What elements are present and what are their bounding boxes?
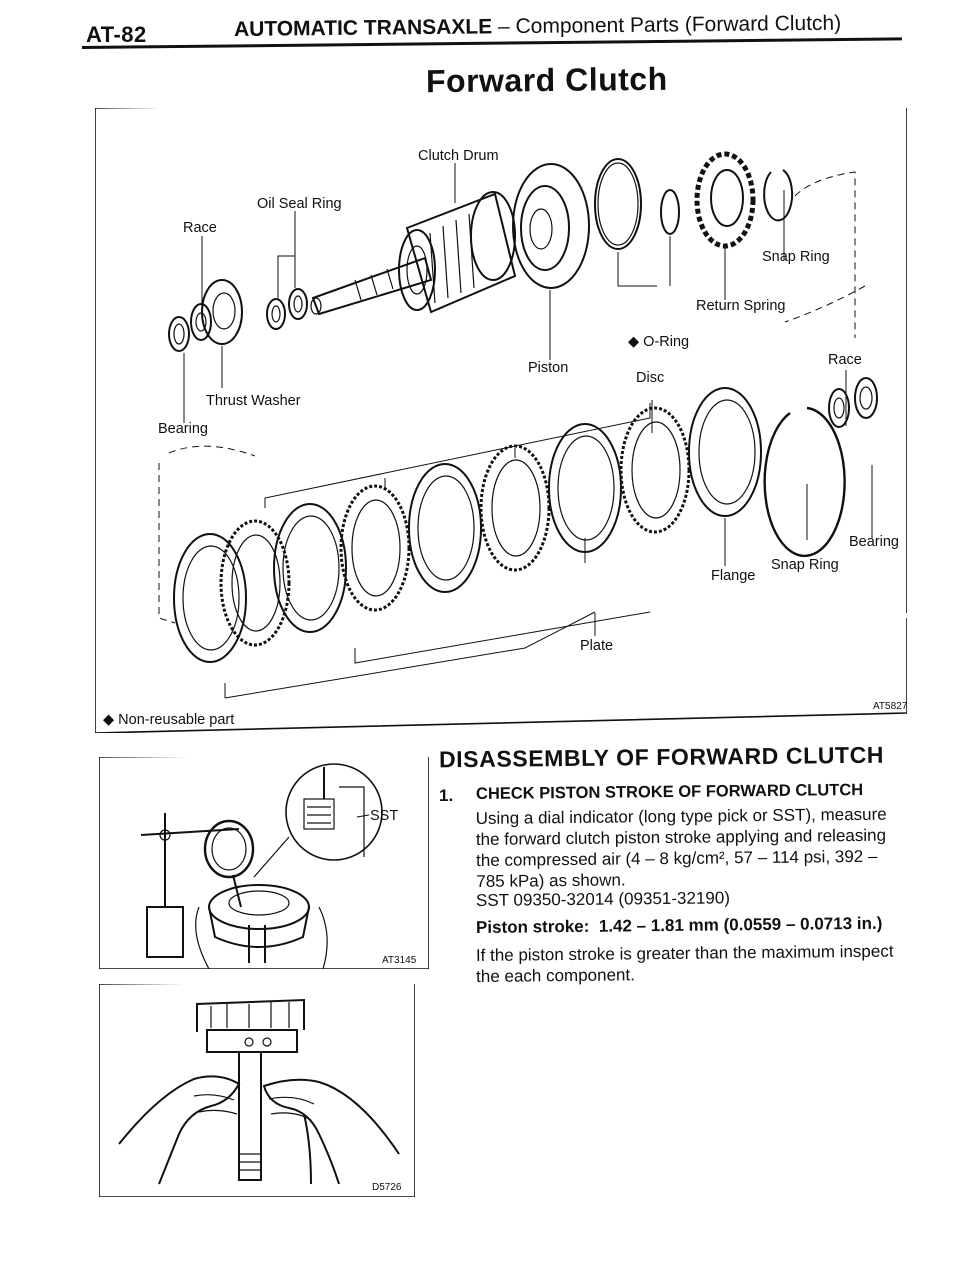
step-number: 1. (439, 786, 454, 805)
figure-frame (99, 984, 415, 1197)
technician-hands (118, 1075, 400, 1185)
lower-leader-lines (224, 403, 808, 699)
label-race-left: Race (183, 220, 217, 236)
running-head: AUTOMATIC TRANSAXLE – Component Parts (F… (234, 12, 841, 42)
step-instructions: Using a dial indicator (long type pick o… (476, 803, 917, 892)
snap-ring-top-part (763, 169, 866, 338)
running-head-section: – Component Parts (Forward Clutch) (492, 11, 842, 39)
legend-non-reusable: ◆ Non-reusable part (103, 712, 234, 728)
detail-magnifier (253, 763, 383, 878)
figure-frame-bottom (95, 108, 907, 733)
piston-stroke-label: Piston stroke: (475, 916, 590, 937)
label-bearing-left: Bearing (158, 421, 208, 437)
label-disc: Disc (636, 370, 664, 386)
pack-bracket-left (158, 463, 176, 624)
o-ring-parts (594, 158, 680, 250)
label-bearing-right: Bearing (849, 534, 899, 550)
label-race-right: Race (828, 352, 862, 368)
air-hose (303, 1113, 312, 1185)
race-left-part (190, 303, 212, 341)
piston-stroke-value: 1.42 – 1.81 mm (0.0559 – 0.0713 in.) (598, 913, 883, 936)
label-return-spring: Return Spring (696, 298, 785, 314)
dial-gauge (203, 819, 255, 908)
sst-number: SST 09350-32014 (09351-32190) (475, 888, 731, 910)
dial-indicator-figure: SST AT3145 (99, 757, 429, 969)
input-shaft-part (310, 256, 433, 316)
oil-seal-ring-parts (266, 288, 308, 330)
clutch-pack-parts (173, 377, 878, 663)
label-flange: Flange (711, 568, 755, 584)
indicator-stand (140, 813, 240, 958)
return-spring-part (694, 151, 756, 249)
step-title: CHECK PISTON STROKE OF FORWARD CLUTCH (475, 780, 864, 804)
label-oil-seal-ring: Oil Seal Ring (257, 196, 342, 212)
label-o-ring: ◆ O-Ring (628, 334, 689, 350)
page-number: AT-82 (86, 22, 147, 47)
pack-bracket-dash (168, 445, 256, 457)
label-snap-ring-top: Snap Ring (762, 249, 830, 265)
note-line: the each component. (476, 965, 635, 986)
thrust-washer-part (201, 279, 243, 345)
figure-code-main: AT5827 (873, 701, 907, 712)
piston-stroke-spec: Piston stroke: 1.42 – 1.81 mm (0.0559 – … (476, 912, 916, 938)
figure-code-air: D5726 (372, 1182, 402, 1193)
running-head-chapter: AUTOMATIC TRANSAXLE (233, 15, 493, 41)
inspection-note: If the piston stroke is greater than the… (476, 940, 916, 987)
figure-frame-top (95, 108, 907, 613)
label-plate: Plate (580, 638, 613, 654)
figure-code-dial: AT3145 (382, 955, 417, 966)
label-snap-ring-bottom: Snap Ring (771, 557, 839, 573)
shaft (238, 1051, 262, 1181)
section-title: Forward Clutch (425, 60, 668, 100)
label-sst: SST (370, 808, 398, 824)
compressed-air-drawing: D5726 (99, 984, 415, 1197)
label-piston: Piston (528, 360, 568, 376)
compressed-air-figure: D5726 (99, 984, 415, 1197)
label-thrust-washer: Thrust Washer (206, 393, 301, 409)
bearing-left-part (168, 316, 190, 352)
upper-leader-lines (183, 163, 873, 538)
clutch-drum-assembly (195, 884, 328, 969)
disassembly-heading: DISASSEMBLY OF FORWARD CLUTCH (438, 741, 885, 773)
clutch-drum-inverted (196, 998, 305, 1053)
label-clutch-drum: Clutch Drum (418, 148, 499, 164)
exploded-view-figure: Clutch Drum Oil Seal Ring Race Thrust Wa… (95, 108, 907, 733)
dial-indicator-drawing: SST AT3145 (99, 757, 429, 969)
piston-part (512, 163, 590, 289)
exploded-view-drawing: Clutch Drum Oil Seal Ring Race Thrust Wa… (95, 108, 907, 733)
clutch-drum-part (398, 191, 517, 314)
